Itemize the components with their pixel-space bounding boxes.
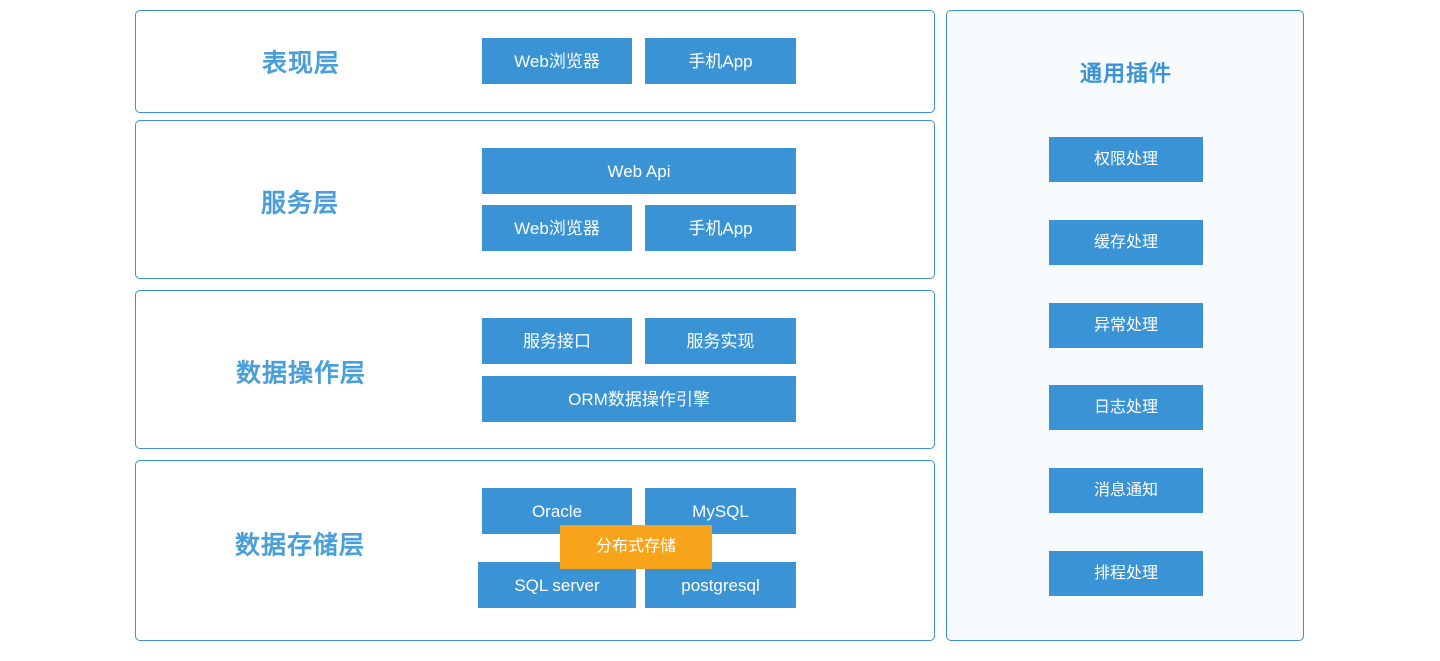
box-service-mobile-app[interactable]: 手机App (645, 205, 796, 251)
box-data-storage-sql-server[interactable]: SQL server (478, 562, 636, 608)
layer-title-data-operation: 数据操作层 (235, 359, 367, 388)
box-data-operation-orm-engine[interactable]: ORM数据操作引擎 (482, 376, 796, 422)
plugins-panel-title: 通用插件 (1079, 61, 1173, 86)
box-service-web-browser[interactable]: Web浏览器 (482, 205, 632, 251)
plugin-item-message-notify[interactable]: 消息通知 (1049, 468, 1203, 513)
box-data-operation-service-interface[interactable]: 服务接口 (482, 318, 632, 364)
plugin-item-exception[interactable]: 异常处理 (1049, 303, 1203, 348)
layer-title-presentation: 表现层 (261, 49, 341, 78)
box-presentation-mobile-app[interactable]: 手机App (645, 38, 796, 84)
plugin-item-scheduling[interactable]: 排程处理 (1049, 551, 1203, 596)
plugin-item-permission[interactable]: 权限处理 (1049, 137, 1203, 182)
box-service-web-api[interactable]: Web Api (482, 148, 796, 194)
box-data-operation-service-impl[interactable]: 服务实现 (645, 318, 796, 364)
layer-title-service: 服务层 (260, 189, 340, 218)
layer-title-data-storage: 数据存储层 (234, 531, 366, 560)
layer-panel-service: 服务层 (135, 120, 935, 279)
box-data-storage-distributed-storage[interactable]: 分布式存储 (560, 525, 712, 569)
plugins-panel: 通用插件 权限处理 缓存处理 异常处理 日志处理 消息通知 排程处理 (946, 10, 1304, 641)
layer-panel-data-operation: 数据操作层 (135, 290, 935, 449)
plugin-item-logging[interactable]: 日志处理 (1049, 385, 1203, 430)
plugin-item-cache[interactable]: 缓存处理 (1049, 220, 1203, 265)
box-presentation-web-browser[interactable]: Web浏览器 (482, 38, 632, 84)
box-data-storage-postgresql[interactable]: postgresql (645, 562, 796, 608)
